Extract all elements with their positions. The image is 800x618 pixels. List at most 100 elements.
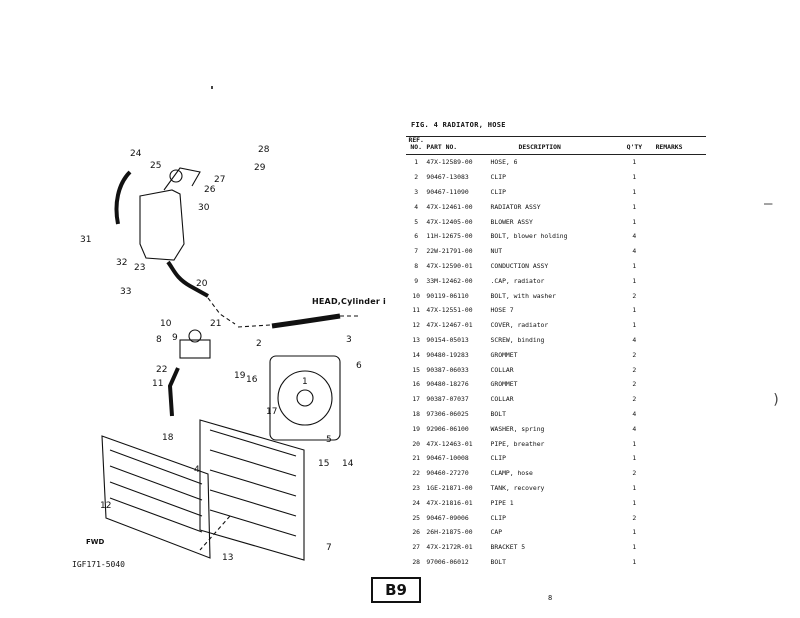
cell-desc: SCREW, binding — [490, 335, 545, 344]
cell-part: 47X-12590-01 — [426, 261, 473, 270]
cell-qty: 2 — [632, 380, 637, 389]
cell-qty: 1 — [632, 261, 637, 270]
cell-part: 92906-06100 — [426, 424, 469, 433]
callout-14: 14 — [342, 459, 354, 469]
cell-remarks — [648, 451, 706, 466]
cell-part: 90467-09006 — [426, 513, 469, 522]
table-row: 4 47X-12461-00 RADIATOR ASSY 1 — [406, 199, 706, 214]
cell-ref: 27 — [412, 543, 421, 552]
recovery-tank-shape — [139, 189, 185, 261]
cell-remarks — [648, 244, 706, 259]
header-part: PART NO. — [426, 143, 458, 151]
cell-ref: 16 — [412, 380, 421, 389]
cell-desc: WASHER, spring — [490, 424, 545, 433]
cell-ref: 11 — [412, 306, 421, 315]
blower-shape — [269, 355, 341, 441]
cell-desc: CLIP — [490, 454, 506, 463]
table-row: 19 92906-06100 WASHER, spring 4 — [406, 421, 706, 436]
cell-part: 90460-27270 — [426, 469, 469, 478]
cell-desc: NUT — [490, 247, 503, 256]
cell-part: 90467-11090 — [426, 187, 469, 196]
cell-desc: CLIP — [490, 187, 506, 196]
fwd-badge: FWD — [86, 538, 105, 546]
callout-3: 3 — [346, 335, 352, 345]
header-qty: Q'TY — [626, 143, 643, 151]
edge-mark-top: ― — [764, 196, 773, 212]
cell-remarks — [648, 273, 706, 288]
callout-2: 2 — [256, 339, 262, 349]
bracket-shape — [163, 167, 201, 191]
cell-qty: 2 — [632, 365, 637, 374]
radiator-cover-shape — [101, 435, 211, 559]
scan-mark — [211, 86, 213, 89]
diagram-code: IGF171-5040 — [72, 560, 125, 569]
cell-desc: .CAP, radiator — [490, 276, 545, 285]
cell-ref: 12 — [412, 321, 421, 330]
cell-part: 90480-19283 — [426, 350, 469, 359]
callout-33: 33 — [120, 287, 131, 297]
cell-part: 90154-05013 — [426, 335, 469, 344]
cell-qty: 1 — [632, 557, 637, 566]
exploded-diagram: 1 2 3 4 5 6 7 8 9 10 11 12 13 14 15 16 1… — [60, 120, 400, 590]
cell-qty: 1 — [632, 217, 637, 226]
cell-ref: 17 — [412, 395, 421, 404]
cell-part: 90387-06033 — [426, 365, 469, 374]
callout-18: 18 — [162, 433, 174, 443]
cell-desc: HOSE 7 — [490, 306, 514, 315]
cell-qty: 2 — [632, 513, 637, 522]
cell-qty: 1 — [632, 173, 637, 182]
cell-remarks — [648, 185, 706, 200]
cell-ref: 19 — [412, 424, 421, 433]
cell-remarks — [648, 466, 706, 481]
callout-25: 25 — [150, 161, 161, 171]
cell-remarks — [648, 229, 706, 244]
header-remarks: REMARKS — [655, 143, 683, 151]
callout-20: 20 — [196, 279, 208, 289]
cell-ref: 23 — [412, 483, 421, 492]
cell-ref: 4 — [414, 202, 419, 211]
cell-ref: 13 — [412, 335, 421, 344]
header-desc: DESCRIPTION — [518, 143, 561, 151]
cell-part: 47X-2172R-01 — [426, 543, 473, 552]
cell-part: 22W-21791-00 — [426, 247, 473, 256]
callout-4: 4 — [194, 465, 200, 475]
cell-remarks — [648, 495, 706, 510]
cell-desc: GROMMET — [490, 380, 518, 389]
callout-26: 26 — [204, 185, 216, 195]
cell-remarks — [648, 288, 706, 303]
cell-ref: 18 — [412, 409, 421, 418]
cell-desc: RADIATOR ASSY — [490, 202, 541, 211]
callout-10: 10 — [160, 319, 172, 329]
cell-qty: 1 — [632, 306, 637, 315]
cell-qty: 4 — [632, 247, 637, 256]
cell-desc: COLLAR — [490, 365, 514, 374]
cell-qty: 1 — [632, 187, 637, 196]
callout-6: 6 — [356, 361, 362, 371]
cell-part: 47X-12461-00 — [426, 202, 473, 211]
cell-ref: 5 — [414, 217, 419, 226]
cell-qty: 4 — [632, 424, 637, 433]
cell-remarks — [648, 214, 706, 229]
cell-qty: 1 — [632, 454, 637, 463]
cell-qty: 1 — [632, 202, 637, 211]
cell-qty: 1 — [632, 543, 637, 552]
cell-remarks — [648, 318, 706, 333]
cell-remarks — [648, 333, 706, 348]
cell-ref: 25 — [412, 513, 421, 522]
cell-desc: CLAMP, hose — [490, 469, 533, 478]
cell-desc: CAP — [490, 528, 503, 537]
cell-part: 33M-12462-00 — [426, 276, 473, 285]
cell-desc: BOLT, blower holding — [490, 232, 568, 241]
